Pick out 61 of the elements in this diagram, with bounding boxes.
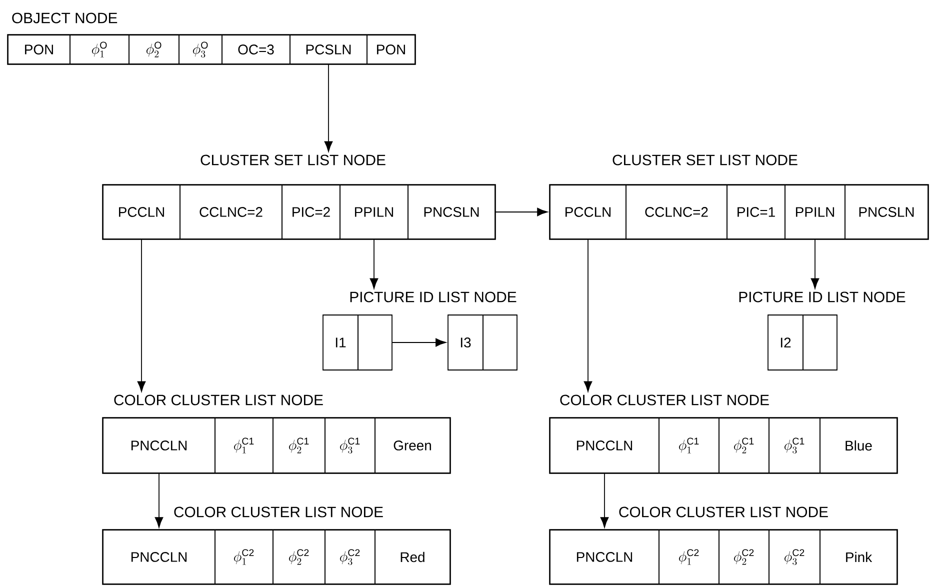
record-cell: PNCCLN (102, 418, 216, 474)
record-cell: PNCCLN (550, 418, 660, 474)
record-cell: I3 (448, 314, 484, 370)
record-cell: PNCCLN (102, 530, 216, 584)
node-heading: PICTURE ID LIST NODE (350, 292, 516, 302)
record-cell: Pink (820, 530, 898, 584)
record-cell: $\phi^{\mathrm{O}}_{3}$ (178, 34, 222, 64)
record-cell: $\phi^{\mathrm{C2}}_{3}$ (768, 530, 820, 584)
record-cell: PIC=1 (726, 184, 786, 240)
record-cell: Green (374, 418, 450, 474)
record-cell: $\phi^{\mathrm{C1}}_{2}$ (718, 418, 770, 474)
node-heading: CLUSTER SET LIST NODE (612, 154, 798, 166)
node-heading: COLOR CLUSTER LIST NODE (114, 394, 323, 406)
arrow (370, 239, 378, 289)
record-cell: $\phi^{\mathrm{C1}}_{2}$ (272, 418, 326, 474)
record-cell: PCCLN (102, 184, 180, 240)
record-cell: Red (374, 530, 450, 584)
arrow (495, 208, 548, 216)
record-cell: $\phi^{\mathrm{C2}}_{2}$ (718, 530, 770, 584)
record-cell: PPILN (340, 184, 408, 240)
record-cell: Blue (820, 418, 898, 474)
record-cell: $\phi^{\mathrm{C2}}_{3}$ (324, 530, 376, 584)
empty-cell (482, 314, 518, 370)
empty-cell (802, 314, 838, 370)
arrow (584, 239, 592, 392)
node-heading: COLOR CLUSTER LIST NODE (619, 506, 828, 518)
arrow (324, 64, 333, 152)
record-cell: $\phi^{\mathrm{C1}}_{1}$ (214, 418, 274, 474)
arrow (600, 473, 609, 528)
arrow (810, 239, 820, 289)
record-cell: PNCSLN (408, 184, 496, 240)
node-heading: COLOR CLUSTER LIST NODE (560, 394, 769, 406)
record-cell: $\phi^{\mathrm{C1}}_{3}$ (324, 418, 376, 474)
record-cell: PNCSLN (844, 184, 928, 240)
record-cell: I2 (768, 314, 804, 370)
record-cell: CCLNC=2 (180, 184, 282, 240)
record-cell: PON (366, 34, 416, 64)
record-cell: OC=3 (222, 34, 290, 64)
node-heading: CLUSTER SET LIST NODE (200, 154, 386, 166)
node-heading: OBJECT NODE (12, 12, 118, 24)
record-cell: PON (8, 34, 70, 64)
record-cell: $\phi^{\mathrm{C2}}_{1}$ (214, 530, 274, 584)
record-cell: $\phi^{\mathrm{C1}}_{1}$ (658, 418, 720, 474)
record-cell: $\phi^{\mathrm{O}}_{1}$ (70, 34, 130, 64)
arrow (154, 473, 164, 528)
arrow (137, 239, 146, 392)
record-cell: I1 (322, 314, 358, 370)
record-cell: $\phi^{\mathrm{C2}}_{2}$ (272, 530, 326, 584)
node-heading: COLOR CLUSTER LIST NODE (174, 506, 383, 518)
record-cell: PNCCLN (550, 530, 660, 584)
record-cell: $\phi^{\mathrm{O}}_{2}$ (128, 34, 180, 64)
record-cell: $\phi^{\mathrm{C1}}_{3}$ (768, 418, 820, 474)
empty-cell (358, 314, 392, 370)
record-cell: PCCLN (550, 184, 626, 240)
arrow (392, 338, 446, 347)
record-cell: PPILN (784, 184, 846, 240)
record-cell: PIC=2 (282, 184, 340, 240)
record-cell: CCLNC=2 (626, 184, 728, 240)
record-cell: $\phi^{\mathrm{C2}}_{1}$ (658, 530, 720, 584)
record-cell: PCSLN (290, 34, 368, 64)
node-heading: PICTURE ID LIST NODE (739, 292, 906, 302)
